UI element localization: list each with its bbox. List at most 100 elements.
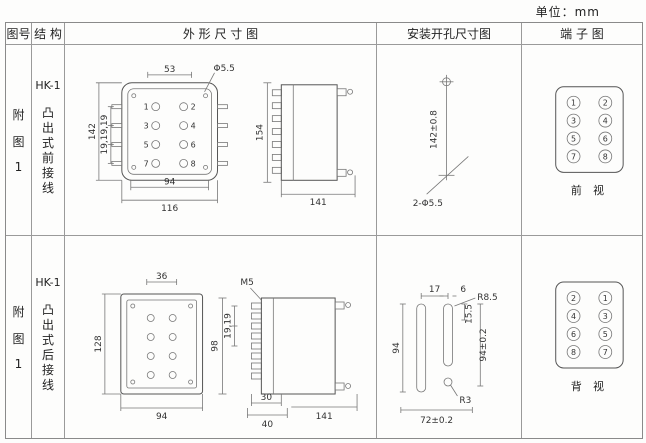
terminal-number: 3 (144, 122, 149, 131)
mounting-hole-drawing-front-wiring: 142±0.8 2-Φ5.5 (413, 74, 469, 209)
fig-no-cell-row2: 附 图 1 (6, 236, 32, 438)
view-label: 背 视 (571, 379, 608, 393)
terminal-number: 1 (571, 99, 576, 108)
structure-cell-row1: HK-1 凸 出 式 前 接 线 (32, 45, 65, 236)
mounting-hole-small (443, 377, 453, 387)
terminal-number: 5 (144, 140, 149, 149)
mounting-slot-left (416, 303, 427, 393)
outline-drawing-rear-wiring: 36 128 94 M5 98 19,19 (94, 272, 358, 430)
front-view-dimensions: 36 128 94 (94, 272, 203, 422)
terminal-number: 7 (603, 348, 608, 357)
unit-label: 单位：mm (535, 5, 600, 19)
terminal-number: 5 (571, 134, 576, 143)
relay-side-view: M5 98 19,19 (211, 278, 358, 430)
mounting-slot-right (443, 303, 453, 367)
terminal-number: 2 (603, 99, 608, 108)
structure-char: 凸 (41, 106, 54, 120)
dim-b2: 40 (262, 420, 274, 430)
fig-char: 1 (14, 160, 23, 174)
view-label: 前 视 (571, 183, 608, 197)
dim-mounting-holes: 2-Φ5.5 (413, 199, 443, 209)
terminal-number: 7 (144, 159, 149, 168)
terminal-number: 2 (191, 103, 196, 112)
terminal-number: 6 (191, 140, 196, 149)
terminal-number: 4 (571, 312, 576, 321)
header-terminal-diagram: 端 子 图 (522, 23, 642, 45)
fig-char: 附 (12, 305, 25, 319)
terminal-number: 3 (571, 117, 576, 126)
fig-char: 图 (12, 135, 25, 149)
dim-side-width: 141 (316, 412, 333, 422)
fig-no-cell-row1: 附 图 1 (6, 45, 32, 236)
terminal-number: 6 (603, 134, 608, 143)
structure-char: 接 (41, 363, 54, 377)
dim-slot-width: 6 (460, 285, 466, 295)
relay-front-view: 1 2 3 4 5 6 7 8 (111, 82, 228, 181)
structure-char: 出 (41, 318, 54, 332)
terminal-number: 3 (603, 312, 608, 321)
structure-char: 线 (41, 181, 54, 195)
dim-top-width: 36 (156, 272, 168, 282)
dim-terminal-pitch: 19,19 (223, 313, 233, 339)
outline-drawing-cell-row2: 36 128 94 M5 98 19,19 (65, 236, 377, 438)
fig-char: 1 (14, 357, 23, 371)
dim-side-width: 141 (310, 198, 327, 208)
hole-leader-line (426, 156, 469, 195)
terminal-number: 1 (603, 294, 608, 303)
mounting-drawing-cell-row2: 17 6 15.5 94 94±0.2 R8.5 R3 72±0.2 (377, 236, 522, 438)
terminal-number: 8 (603, 152, 608, 161)
relay-front-view (120, 293, 204, 395)
dim-side-height: 154 (255, 124, 265, 141)
structure-char: 式 (41, 136, 54, 150)
header-mounting-dims: 安装开孔尺寸图 (377, 23, 522, 45)
structure-char: 线 (41, 378, 54, 392)
structure-char: 接 (41, 166, 54, 180)
dim-terminal-pitch: 19,19,19 (100, 114, 110, 154)
dim-right-height: 94±0.2 (479, 328, 489, 361)
dim-bottom-span: 72±0.2 (420, 416, 453, 426)
terminal-number: 4 (191, 122, 196, 131)
structure-char: 出 (41, 121, 54, 135)
dim-left-height: 94 (392, 342, 402, 354)
dim-radius-top: R8.5 (477, 293, 497, 303)
spec-table: 图号 结 构 外 形 尺 寸 图 安装开孔尺寸图 端 子 图 附 图 1 HK-… (5, 22, 643, 439)
outline-drawing-cell-row1: 1 2 3 4 5 6 7 8 53 Φ5.5 (65, 45, 377, 236)
header-outline-dims: 外 形 尺 寸 图 (65, 23, 377, 45)
terminal-number: 2 (571, 294, 576, 303)
dim-height: 128 (94, 335, 104, 352)
dim-top-width: 53 (164, 65, 175, 75)
terminal-diagram-cell-row1: 1 2 3 4 5 6 7 8 前 视 (522, 45, 642, 236)
model-label: HK-1 (35, 79, 61, 92)
terminal-diagram-rear-view: 2 1 4 3 6 5 8 7 背 视 (555, 281, 624, 393)
mounting-drawing-cell-row1: 142±0.8 2-Φ5.5 (377, 45, 522, 236)
structure-char: 式 (41, 333, 54, 347)
terminal-number: 7 (571, 152, 576, 161)
dim-radius-bottom: R3 (459, 396, 471, 406)
fig-char: 图 (12, 332, 25, 346)
mounting-hole-drawing-rear-wiring: 17 6 15.5 94 94±0.2 R8.5 R3 72±0.2 (392, 285, 498, 426)
header-fig-no: 图号 (6, 23, 32, 45)
dim-screw-size: M5 (240, 278, 253, 288)
dim-bottom-width: 94 (156, 412, 168, 422)
dim-height: 142 (88, 123, 98, 140)
relay-side-view: 154 141 (255, 82, 356, 208)
outline-drawing-front-wiring: 1 2 3 4 5 6 7 8 53 Φ5.5 (88, 64, 356, 214)
dim-top-offset: 15.5 (464, 304, 474, 324)
dim-top-span: 17 (429, 285, 440, 295)
terminal-number: 5 (603, 330, 608, 339)
structure-char: 后 (41, 348, 54, 362)
terminal-diagram-cell-row2: 2 1 4 3 6 5 8 7 背 视 (522, 236, 642, 438)
fig-char: 附 (12, 108, 25, 122)
terminal-number: 8 (191, 159, 196, 168)
terminal-number: 1 (144, 103, 149, 112)
model-label: HK-1 (35, 276, 61, 289)
dim-mounting-height: 142±0.8 (430, 110, 440, 149)
terminal-diagram-front-view: 1 2 3 4 5 6 7 8 前 视 (555, 86, 624, 197)
terminal-number: 4 (603, 117, 608, 126)
dim-hole-diameter: Φ5.5 (214, 64, 235, 74)
dim-bottom-outer: 116 (161, 204, 178, 214)
front-view-dimensions: 53 Φ5.5 142 19,19,19 94 116 (88, 64, 235, 214)
dim-bottom-inner: 94 (164, 177, 176, 187)
terminal-number: 8 (571, 348, 576, 357)
